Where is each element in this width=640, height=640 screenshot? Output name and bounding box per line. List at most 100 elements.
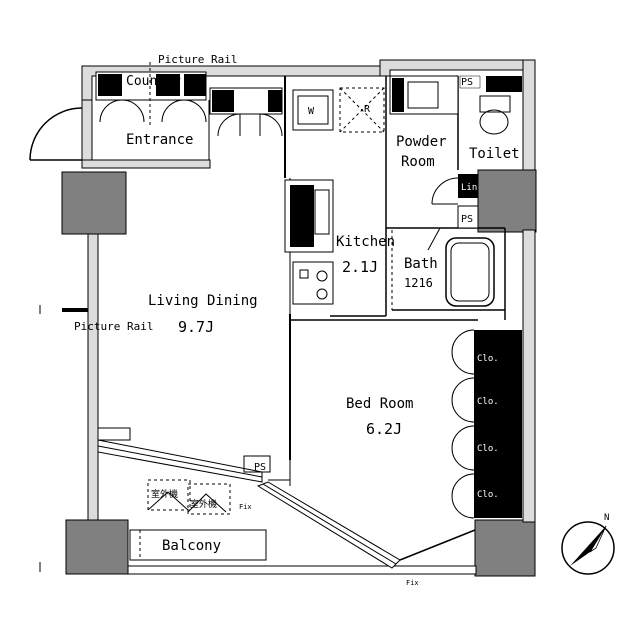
wall-top-right [379,59,536,77]
entrance-door-swing [29,107,83,161]
column-bottom-right [474,519,536,577]
living-window-end [97,427,131,441]
label-bed-room: Bed Room [346,396,413,412]
label-bath-size: 1216 [404,276,433,290]
bathtub-inner [450,242,490,302]
counter-black-2 [156,74,180,96]
label-fix-1: Fix [239,503,252,511]
label-balcony: Balcony [162,538,221,554]
label-living-dining: Living Dining [148,293,258,309]
ps-bottom-box [243,455,271,473]
kitchen-fixtures [284,87,385,305]
closet-swing-1 [451,329,475,375]
label-entrance: Entrance [126,132,193,148]
angled-window-walls [97,427,476,569]
counter-black-1 [98,74,122,96]
column-left [61,171,127,235]
compass-arrow-dark [570,526,606,566]
closet-swing-2 [451,377,475,423]
label-washer: W [308,106,315,117]
storage-swing-2 [259,113,283,137]
storage-black-1 [212,90,234,112]
wall-left [87,233,99,525]
label-ps-mid: PS [461,214,473,225]
fridge-box [339,87,385,133]
bath-door-line [427,227,441,251]
entrance-area [29,62,210,161]
label-powder-room-1: Powder [396,134,447,150]
powder-door-swing [431,177,459,205]
label-kitchen: Kitchen [336,234,395,250]
bathtub [445,237,495,307]
label-fridge: R [364,104,371,115]
label-closet-2: Clo. [477,397,499,407]
ac-unit-2-line [187,493,227,513]
toilet-tank [479,95,511,113]
label-living-size: 9.7J [178,318,214,336]
label-closet-1: Clo. [477,354,499,364]
ps-mid-box [457,205,479,229]
bed-window-mid [262,483,397,565]
label-closet-3: Clo. [477,444,499,454]
bedroom-closets [451,329,522,519]
north-compass [561,521,615,575]
linen-box [458,174,478,198]
label-toilet: Toilet [469,146,520,162]
label-storage: Sto. [236,97,260,108]
sink [314,189,330,235]
ac-unit-2-box [187,483,231,515]
swing-1 [99,99,123,123]
label-north: N [604,513,609,523]
toilet-bowl [479,109,509,135]
label-unit-2: 室外機 [190,498,217,510]
storage-black-2 [268,90,282,112]
bed-bottom-wall [399,529,476,561]
counter-kitchen-black [290,185,314,247]
toilet-tank-black [486,76,522,92]
sanitary-fixtures [389,75,522,310]
label-picture-rail-top: Picture Rail [158,53,237,66]
swing-4 [183,99,207,123]
balcony-area [129,479,267,561]
label-powder-room-2: Room [401,154,435,170]
vanity-black [392,78,404,112]
label-unit-1: 室外機 [151,488,178,500]
burner-2 [316,288,328,300]
label-kitchen-size: 2.1J [342,258,378,276]
living-window-mid [97,445,263,478]
burner-3 [299,269,309,279]
ac-unit-1-box [147,479,191,511]
bed-window [256,481,401,569]
label-picture-rail-left: Picture Rail [74,320,153,333]
basin [407,81,439,109]
wall-entrance-left [81,99,93,167]
washer-inner [297,95,329,125]
compass-arrow-light [589,525,607,553]
label-ps-bottom: PS [254,462,266,473]
fridge-x2 [339,87,385,133]
ac-unit-1-line [147,491,189,511]
swing-2 [121,99,145,123]
column-bottom-left [65,519,129,575]
closet-swing-4 [451,473,475,519]
label-bath: Bath [404,256,438,272]
storage-area [209,87,283,137]
label-closet-4: Clo. [477,490,499,500]
swing-3 [161,99,185,123]
label-fix-2: Fix [406,579,419,587]
storage-swing-1 [217,113,241,137]
balcony-box [129,529,267,561]
labels: Picture Rail Counter Entrance Sto. W R P… [74,53,609,587]
column-right [477,169,537,233]
wall-entrance-bottom [81,159,211,169]
stove [292,261,334,305]
closet-swing-3 [451,425,475,471]
balcony-railing [127,565,477,575]
ps-top-box [459,75,481,89]
label-counter: Counter [126,74,181,89]
closet-block [474,330,522,518]
exterior-walls [61,59,537,577]
label-ps-top: PS [461,77,473,88]
interior-walls [284,76,506,460]
